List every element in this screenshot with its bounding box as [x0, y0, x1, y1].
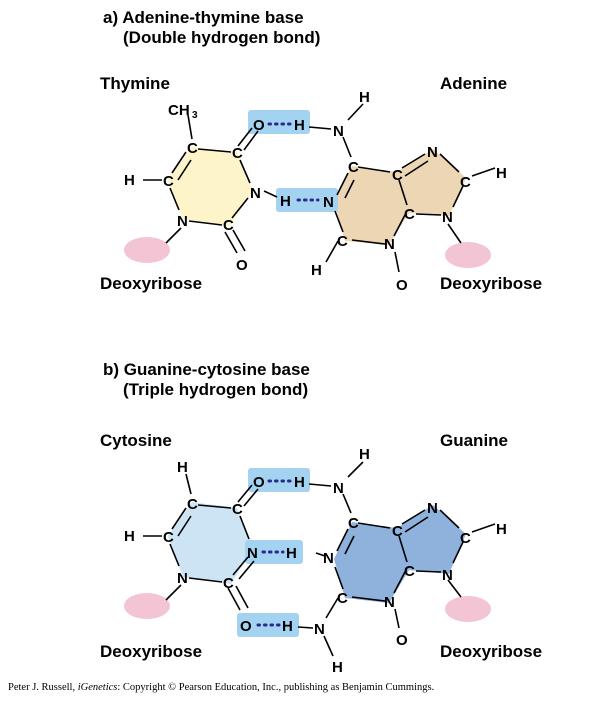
atom-n: N — [323, 194, 334, 211]
atom-n: N — [323, 550, 334, 567]
section-a-subtitle: (Double hydrogen bond) — [123, 28, 320, 47]
cytosine-ring — [168, 502, 253, 584]
methyl-subscript: 3 — [192, 110, 198, 121]
guanine-six-ring — [334, 522, 409, 603]
thymine-ring — [168, 147, 253, 226]
hbond-highlight-3 — [237, 613, 299, 637]
atom-n: N — [442, 209, 453, 226]
atom-n: N — [333, 480, 344, 497]
atom-c: C — [187, 496, 198, 513]
atom-c: C — [404, 206, 415, 223]
methyl-group: CH — [168, 102, 190, 119]
section-a-title: a) Adenine-thymine base — [103, 8, 304, 27]
atom-o: O — [396, 632, 408, 649]
atom-h: H — [359, 446, 370, 463]
atom-c: C — [337, 590, 348, 607]
atom-n: N — [427, 144, 438, 161]
thymine-deoxyribose-blob — [124, 237, 170, 263]
atom-h: H — [332, 659, 343, 676]
atom-c: C — [348, 515, 359, 532]
atom-c: C — [460, 174, 471, 191]
atom-c: C — [232, 501, 243, 518]
atom-o: O — [253, 117, 265, 134]
atom-n: N — [177, 570, 188, 587]
hbond-highlight-1 — [248, 468, 310, 492]
hbond-highlight-2 — [245, 540, 303, 564]
atom-o: O — [236, 257, 248, 274]
atom-h: H — [294, 117, 305, 134]
atom-h: H — [294, 474, 305, 491]
credit-publisher: : Copyright © Pearson Education, Inc., p… — [117, 682, 435, 693]
atom-h: H — [177, 459, 188, 476]
atom-h: H — [286, 545, 297, 562]
section-b-guanine-cytosine: b) Guanine-cytosine base (Triple hydroge… — [100, 360, 542, 676]
atom-n: N — [314, 621, 325, 638]
credit-author: Peter J. Russell, — [8, 682, 78, 693]
atom-c: C — [223, 575, 234, 592]
atom-h: H — [496, 165, 507, 182]
thymine-deoxyribose-label: Deoxyribose — [100, 274, 202, 293]
atom-c: C — [348, 159, 359, 176]
atom-c: C — [187, 140, 198, 157]
atom-n: N — [333, 123, 344, 140]
thymine-atoms: CH 3 C C O H C N N C O H H — [124, 102, 305, 274]
hbond-highlight-1 — [248, 110, 310, 134]
adenine-deoxyribose-blob — [445, 242, 491, 268]
guanine-deoxyribose-blob — [445, 596, 491, 622]
atom-o: O — [240, 618, 252, 635]
atom-c: C — [163, 529, 174, 546]
section-a-bonds — [143, 103, 496, 273]
guanine-deoxyribose-label: Deoxyribose — [440, 642, 542, 661]
guanine-atoms: H N C C N C H N C N C N N O H — [314, 446, 507, 676]
section-a-adenine-thymine: a) Adenine-thymine base (Double hydrogen… — [100, 8, 542, 294]
atom-n: N — [247, 545, 258, 562]
atom-c: C — [337, 233, 348, 250]
atom-h: H — [311, 262, 322, 279]
section-b-bonds — [143, 461, 496, 657]
adenine-label: Adenine — [440, 74, 507, 93]
atom-n: N — [384, 236, 395, 253]
cytosine-label: Cytosine — [100, 431, 172, 450]
atom-c: C — [392, 167, 403, 184]
adenine-five-ring — [397, 149, 466, 216]
atom-c: C — [404, 563, 415, 580]
atom-n: N — [250, 185, 261, 202]
adenine-six-ring — [334, 166, 409, 245]
guanine-label: Guanine — [440, 431, 508, 450]
section-b-subtitle: (Triple hydrogen bond) — [123, 380, 308, 399]
section-b-title: b) Guanine-cytosine base — [103, 360, 310, 379]
atom-h: H — [124, 528, 135, 545]
cytosine-deoxyribose-label: Deoxyribose — [100, 642, 202, 661]
atom-h: H — [282, 618, 293, 635]
atom-c: C — [223, 217, 234, 234]
atom-c: C — [232, 145, 243, 162]
cytosine-deoxyribose-blob — [124, 593, 170, 619]
cytosine-atoms: H C C O H C N N C O H H H — [124, 459, 305, 635]
atom-h: H — [496, 521, 507, 538]
atom-h: H — [359, 89, 370, 106]
atom-h: H — [124, 172, 135, 189]
atom-n: N — [384, 594, 395, 611]
atom-c: C — [392, 523, 403, 540]
adenine-atoms: H N C C N C H N C N C N H O — [311, 89, 507, 294]
atom-c: C — [163, 173, 174, 190]
atom-h: H — [280, 193, 291, 210]
atom-n: N — [177, 213, 188, 230]
atom-n: N — [442, 567, 453, 584]
atom-o: O — [396, 277, 408, 294]
atom-n: N — [427, 500, 438, 517]
atom-o: O — [253, 474, 265, 491]
atom-c: C — [460, 530, 471, 547]
guanine-five-ring — [397, 505, 466, 574]
adenine-deoxyribose-label: Deoxyribose — [440, 274, 542, 293]
credit-book-title: iGenetics — [77, 682, 118, 693]
thymine-label: Thymine — [100, 74, 170, 93]
copyright-credit: Peter J. Russell, iGenetics: Copyright ©… — [8, 682, 434, 693]
